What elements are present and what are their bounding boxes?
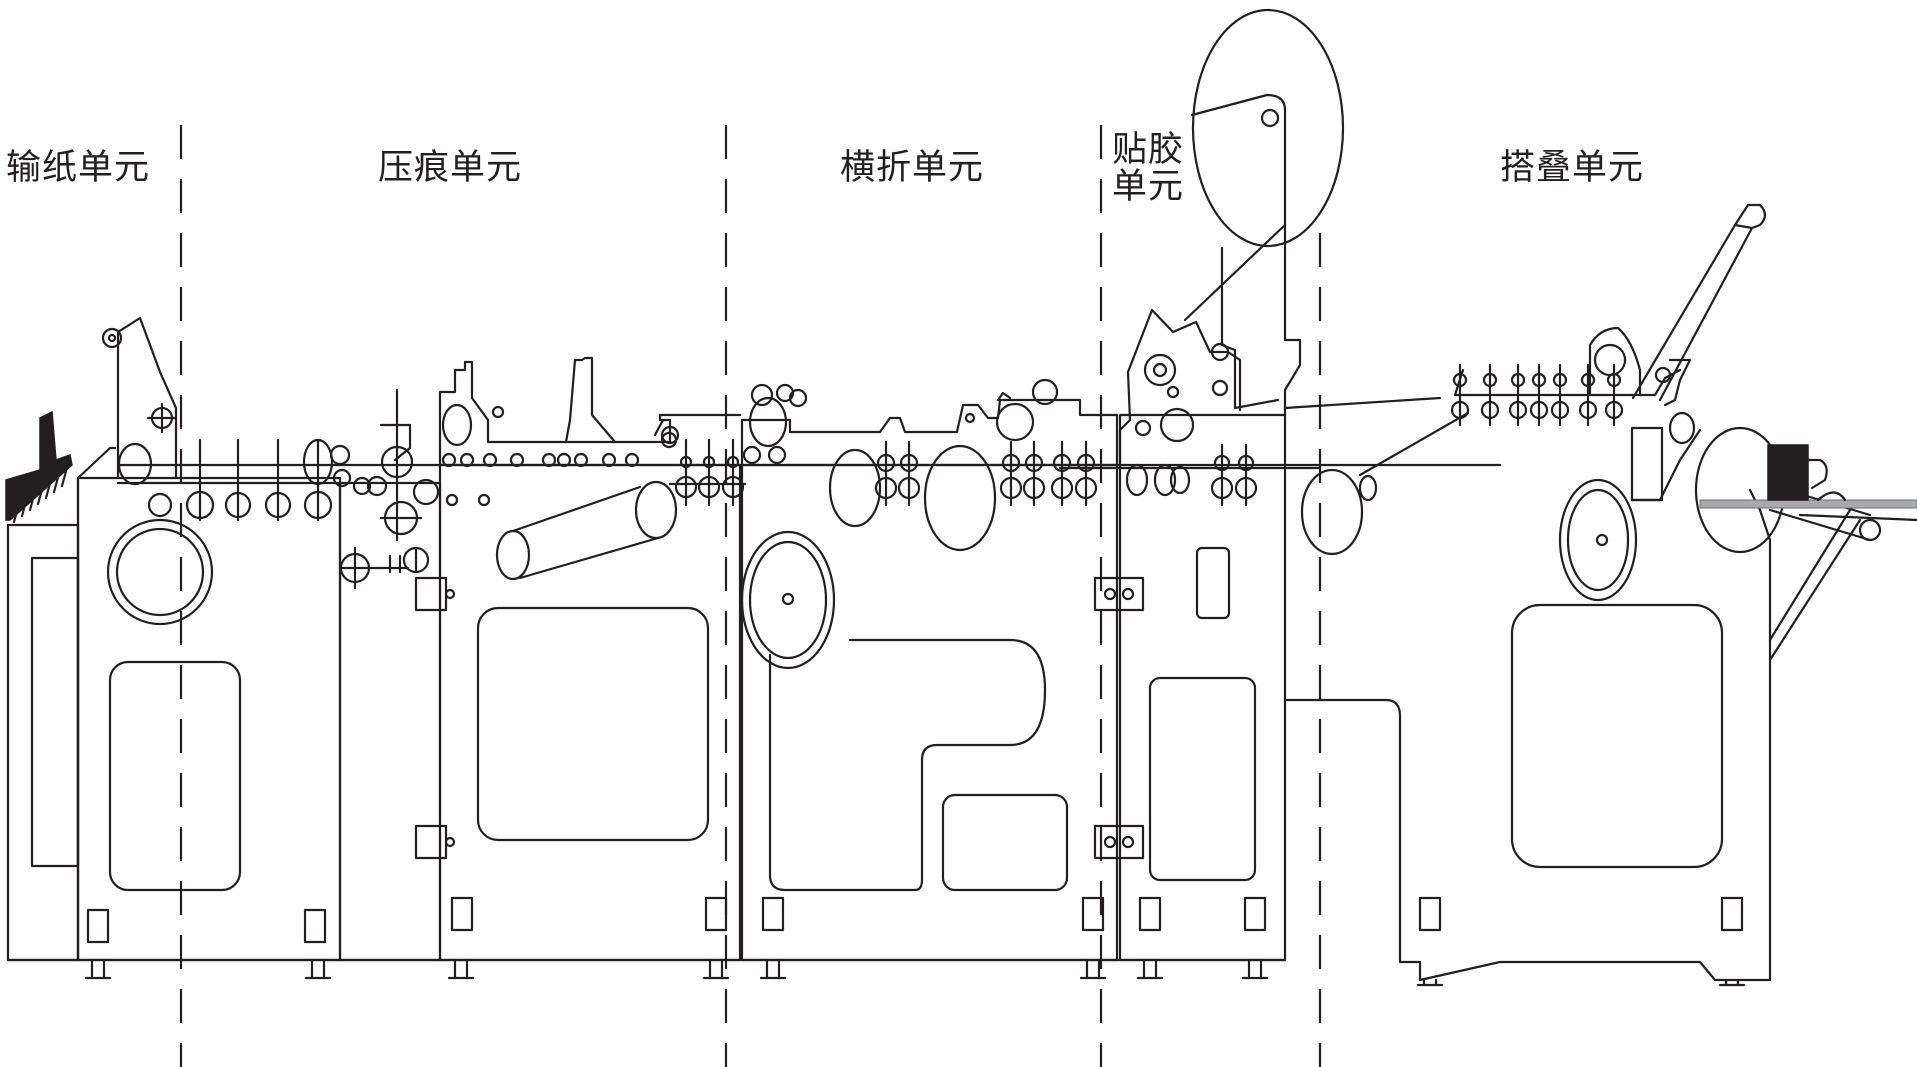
- paper-path: [116, 396, 1502, 485]
- delivery-belt: [1699, 499, 1917, 509]
- gluing-unit-frame: [1118, 8, 1345, 980]
- feeder-teeth: [12, 462, 70, 524]
- feeding-unit-frame: [5, 316, 342, 980]
- unit-label-folding: 横折单元: [840, 148, 985, 188]
- folding-unit-frame: [740, 378, 1145, 980]
- creasing-unit-frame: [332, 356, 747, 980]
- stacking-unit-frame: [1283, 203, 1917, 987]
- feed-rollers: [147, 438, 351, 522]
- unit-label-stacking: 搭叠单元: [1500, 148, 1645, 188]
- unit-label-creasing: 压痕单元: [378, 148, 523, 188]
- unit-label-gluing: 贴胶 单元: [1112, 130, 1185, 207]
- unit-label-feeding: 输纸单元: [6, 148, 151, 188]
- envelope-stack: [1767, 444, 1809, 501]
- stacking-rollers: [1450, 363, 1624, 427]
